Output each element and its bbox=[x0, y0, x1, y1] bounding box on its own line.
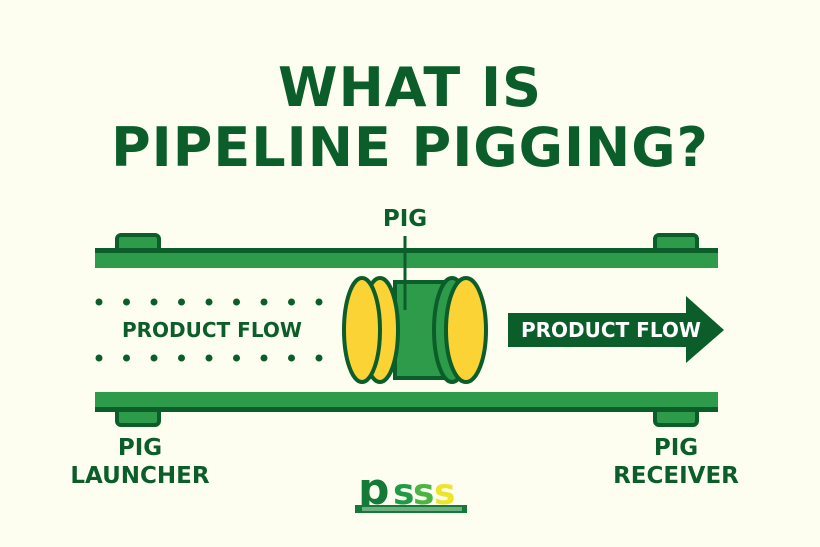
flow-dot bbox=[150, 354, 158, 362]
pig-launcher-label-line-2: LAUNCHER bbox=[70, 463, 210, 489]
title-line-1: WHAT IS bbox=[278, 56, 542, 119]
flow-dot bbox=[178, 354, 185, 362]
flow-dot bbox=[315, 298, 323, 306]
psss-logo: p s s s bbox=[355, 464, 467, 515]
product-flow-right-label: PRODUCT FLOW bbox=[521, 318, 701, 342]
svg-text:s: s bbox=[393, 472, 414, 513]
flow-dot bbox=[95, 298, 103, 306]
flow-dot bbox=[95, 354, 103, 362]
pig-launcher-label-line-1: PIG bbox=[117, 435, 163, 461]
pig-receiver-label-line-1: PIG bbox=[653, 435, 699, 461]
flow-dot bbox=[123, 298, 130, 306]
flow-dots bbox=[95, 298, 323, 362]
flow-dot bbox=[150, 298, 158, 306]
pig-icon bbox=[342, 276, 488, 384]
flow-arrow-icon bbox=[508, 296, 724, 363]
pig-receiver-label: PIG RECEIVER bbox=[613, 434, 739, 490]
title-line-2: PIPELINE PIGGING? bbox=[111, 116, 709, 179]
flow-dot bbox=[123, 354, 130, 362]
flow-dot bbox=[288, 354, 295, 362]
flow-dot bbox=[233, 354, 240, 362]
flow-dot bbox=[260, 298, 268, 306]
flow-dot bbox=[315, 354, 323, 362]
product-flow-left-label: PRODUCT FLOW bbox=[122, 318, 302, 342]
pig-label: PIG bbox=[382, 206, 428, 232]
flow-dot bbox=[233, 298, 240, 306]
flow-dot bbox=[178, 298, 185, 306]
pig-receiver-label-line-2: RECEIVER bbox=[613, 463, 739, 489]
flow-dot bbox=[260, 354, 268, 362]
svg-text:s: s bbox=[413, 472, 434, 513]
flow-dot bbox=[205, 298, 213, 306]
flow-dot bbox=[205, 354, 213, 362]
svg-text:s: s bbox=[434, 472, 455, 513]
flow-dot bbox=[288, 298, 295, 306]
pig-launcher-label: PIG LAUNCHER bbox=[70, 434, 209, 490]
bottom-pipe-wall bbox=[95, 392, 718, 427]
